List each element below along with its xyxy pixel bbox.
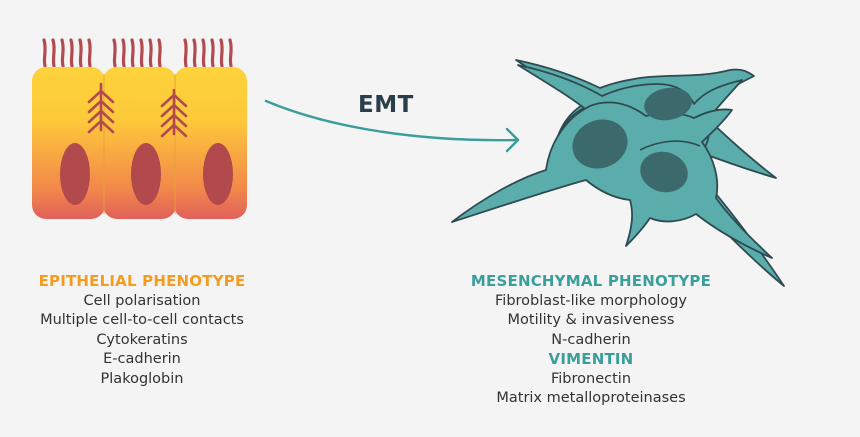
epithelial-phenotype-list: EPITHELIAL PHENOTYPE Cell polarisation M… xyxy=(6,272,278,389)
mesenchymal-item: Fibroblast-like morphology xyxy=(495,292,687,309)
epithelial-cells-illustration xyxy=(32,38,247,219)
mesenchymal-item: Fibronectin xyxy=(550,370,632,387)
nucleus-2 xyxy=(131,143,161,205)
mesenchymal-phenotype-list: MESENCHYMAL PHENOTYPE Fibroblast-like mo… xyxy=(440,272,742,409)
epithelial-item: Cell polarisation xyxy=(83,292,201,309)
mesenchymal-item: N-cadherin xyxy=(551,331,631,348)
mesenchymal-item: Motility & invasiveness xyxy=(507,312,675,328)
nucleus-3 xyxy=(203,143,233,205)
epithelial-item: Cytokeratins xyxy=(96,331,188,348)
cilia xyxy=(42,38,233,68)
cell-junction-chevrons xyxy=(87,82,188,138)
mesenchymal-item: Matrix metalloproteinases xyxy=(496,390,686,406)
mesenchymal-cells-illustration xyxy=(451,59,785,287)
nucleus-1 xyxy=(60,143,90,205)
mesenchymal-nucleus-2 xyxy=(644,87,692,121)
epithelial-heading: EPITHELIAL PHENOTYPE xyxy=(38,272,246,290)
mesenchymal-nucleus-1 xyxy=(572,119,628,169)
mesenchymal-item-vimentin: VIMENTIN xyxy=(548,350,634,368)
epithelial-item: Multiple cell-to-cell contacts xyxy=(40,312,244,328)
mesenchymal-heading: MESENCHYMAL PHENOTYPE xyxy=(470,272,712,290)
mesenchymal-nucleus-3 xyxy=(640,151,688,193)
emt-label: EMT xyxy=(358,92,414,118)
epithelial-item: Plakoglobin xyxy=(100,370,184,387)
emt-arrow xyxy=(264,99,520,153)
mesenchymal-cell-front xyxy=(451,101,773,259)
epithelial-item: E-cadherin xyxy=(103,351,181,367)
